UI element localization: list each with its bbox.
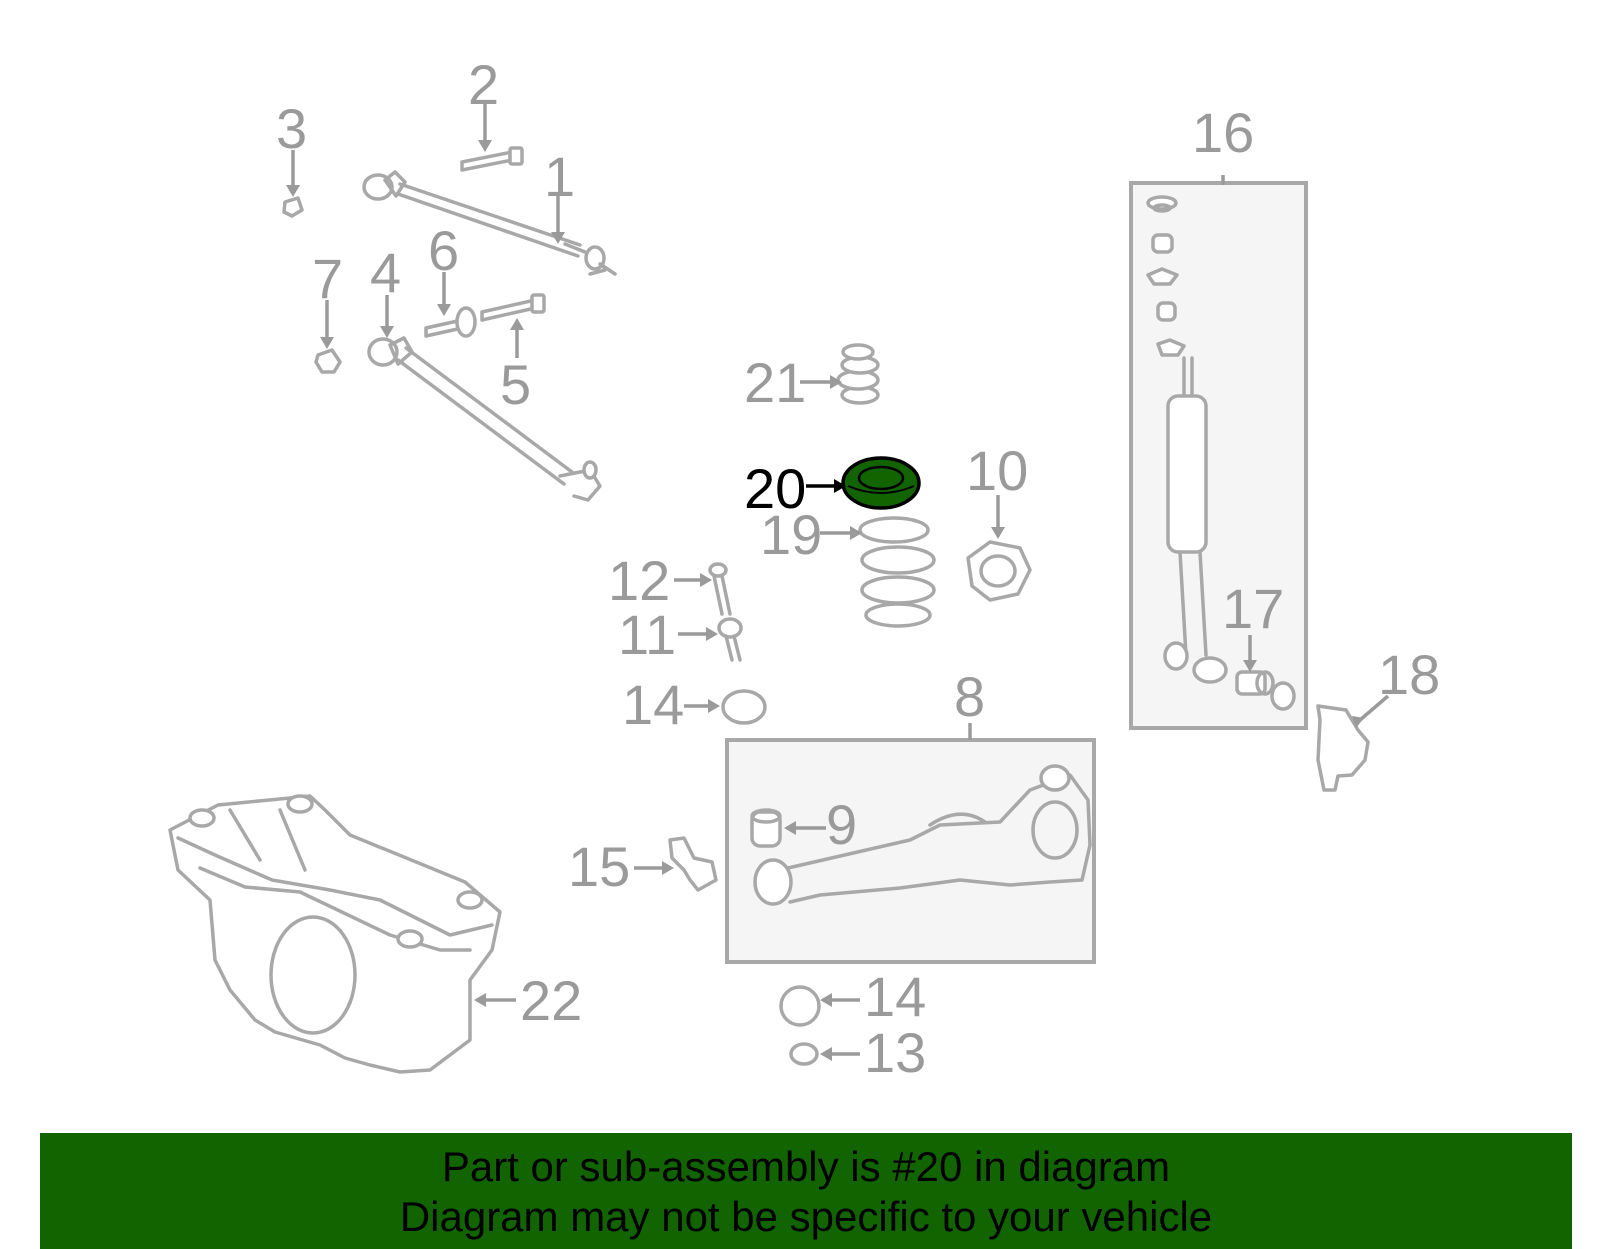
part-7-nut (314, 348, 342, 374)
part-3-nut (282, 196, 304, 218)
callout-10: 10 (966, 439, 1028, 502)
callout-2: 2 (468, 53, 499, 116)
part-14-ring-lower (779, 985, 821, 1027)
part-8-trailing-arm (753, 764, 1092, 906)
callout-14-upper: 14 (622, 673, 684, 736)
part-20-spring-insulator (841, 456, 921, 510)
callout-6: 6 (428, 219, 459, 282)
callout-18: 18 (1378, 643, 1440, 706)
callout-8: 8 (954, 665, 985, 728)
footer-line-2: Diagram may not be specific to your vehi… (399, 1193, 1213, 1240)
part-9-bushing (750, 808, 782, 848)
footer-banner: Part or sub-assembly is #20 in diagram D… (40, 1133, 1572, 1249)
part-22-crossmember (168, 794, 502, 1074)
part-2-bolt (460, 146, 524, 172)
callout-14-lower: 14 (864, 965, 926, 1028)
callout-15: 15 (568, 835, 630, 898)
callout-17: 17 (1222, 577, 1284, 640)
part-6-cam-bolt (424, 306, 477, 338)
callout-13: 13 (864, 1021, 926, 1084)
group-box-16 (1129, 181, 1308, 730)
callout-16: 16 (1192, 101, 1254, 164)
part-15-bracket (668, 836, 718, 892)
group-box-8 (725, 738, 1096, 964)
part-5-bolt (480, 293, 546, 322)
part-1-control-arm (362, 170, 617, 276)
part-4-lateral-link (367, 336, 602, 502)
callout-22: 22 (520, 969, 582, 1032)
part-21-bump-stop (836, 343, 880, 405)
footer-line-1: Part or sub-assembly is #20 in diagram (441, 1143, 1171, 1190)
part-10-spring-seat (966, 540, 1032, 602)
part-14-ring-upper (721, 689, 767, 725)
callout-1: 1 (544, 145, 575, 208)
part-19-coil-spring (858, 516, 936, 628)
part-16-shock-absorber (1146, 195, 1228, 684)
parts-diagram: 1 2 3 4 5 6 7 8 9 10 11 12 13 14 14 15 1… (168, 53, 1440, 1084)
callout-3: 3 (276, 97, 307, 160)
callout-20: 20 (744, 457, 806, 520)
callout-5: 5 (500, 353, 531, 416)
part-12-bolt (708, 562, 732, 616)
part-17-bushing (1235, 670, 1296, 711)
part-11-bolt (717, 617, 743, 662)
callout-12: 12 (608, 549, 670, 612)
callout-11: 11 (618, 603, 676, 666)
callout-7: 7 (312, 247, 343, 310)
callout-19: 19 (760, 503, 822, 566)
callout-4: 4 (370, 241, 401, 304)
callout-21: 21 (744, 351, 806, 414)
part-13-ring (789, 1042, 819, 1066)
callout-9: 9 (826, 793, 857, 856)
